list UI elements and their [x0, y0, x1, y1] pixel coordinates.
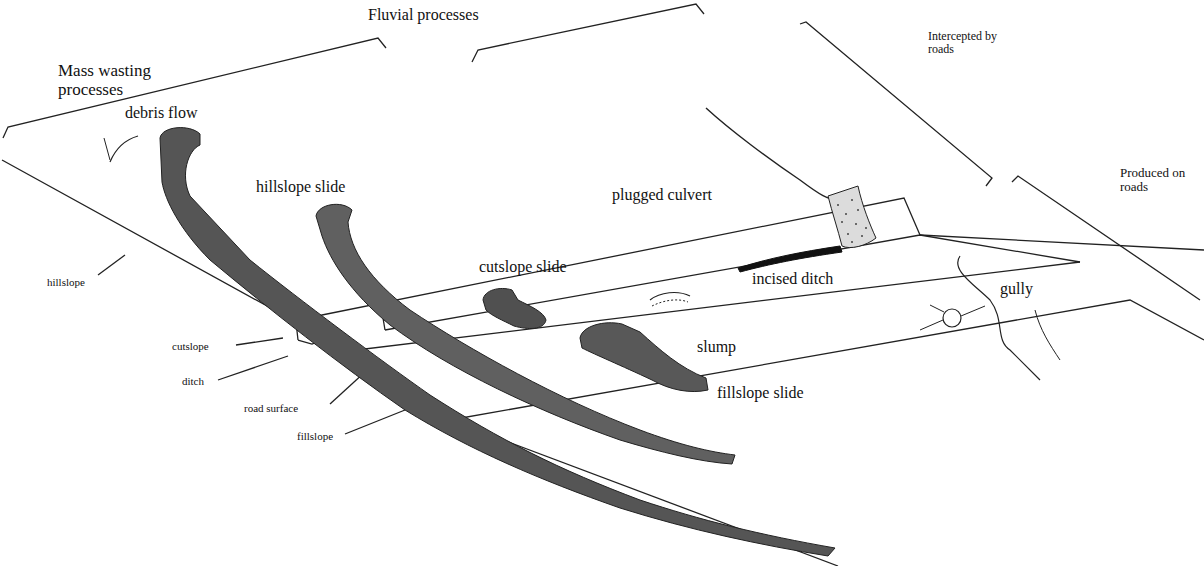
leader-line: [345, 410, 405, 434]
bracket: [472, 4, 704, 62]
bracket: [1012, 176, 1200, 300]
part-label: cutslope: [172, 340, 209, 352]
debris-flow: [104, 128, 835, 556]
gully-line: [1035, 310, 1060, 360]
gully-line: [958, 256, 1040, 380]
leader-line: [218, 356, 288, 380]
process-label: hillslope slide: [256, 178, 345, 196]
upper-right-edge: [920, 235, 1204, 250]
part-label: fillslope: [297, 430, 333, 442]
part-label: hillslope: [47, 276, 85, 288]
process-label: incised ditch: [752, 270, 833, 288]
plugged-culvert-fill: [828, 186, 876, 248]
group-heading: Fluvial processes: [368, 6, 479, 24]
hillslope-slide: [316, 204, 735, 464]
leader-line: [98, 255, 125, 275]
process-label: plugged culvert: [612, 186, 712, 204]
bench-top: [322, 198, 920, 315]
group-heading: Mass wasting processes: [58, 62, 168, 99]
slump-scarp: [650, 293, 690, 300]
bracket: [3, 38, 386, 138]
incised-ditch: [738, 246, 842, 272]
culvert-symbol: [920, 305, 985, 330]
part-label: ditch: [182, 375, 204, 387]
process-label: cutslope slide: [479, 258, 567, 276]
fillslope-slide: [580, 323, 708, 392]
part-label: road surface: [244, 402, 298, 414]
bracket: [800, 22, 992, 186]
leader-line: [236, 338, 283, 345]
ditch-line: [385, 235, 1080, 330]
group-heading: Intercepted by roads: [928, 30, 1012, 56]
process-label: fillslope slide: [717, 384, 804, 402]
slump-scarp: [652, 300, 688, 306]
process-label: gully: [1000, 280, 1033, 298]
process-label: debris flow: [125, 104, 197, 122]
cutslope-slide: [483, 288, 546, 328]
stream-channel: [706, 108, 840, 200]
hillslope-edge: [2, 160, 298, 340]
group-heading: Produced on roads: [1120, 166, 1200, 195]
culvert-symbol: [943, 309, 961, 327]
process-label: slump: [697, 338, 736, 356]
debris-flow-channel: [110, 136, 138, 162]
